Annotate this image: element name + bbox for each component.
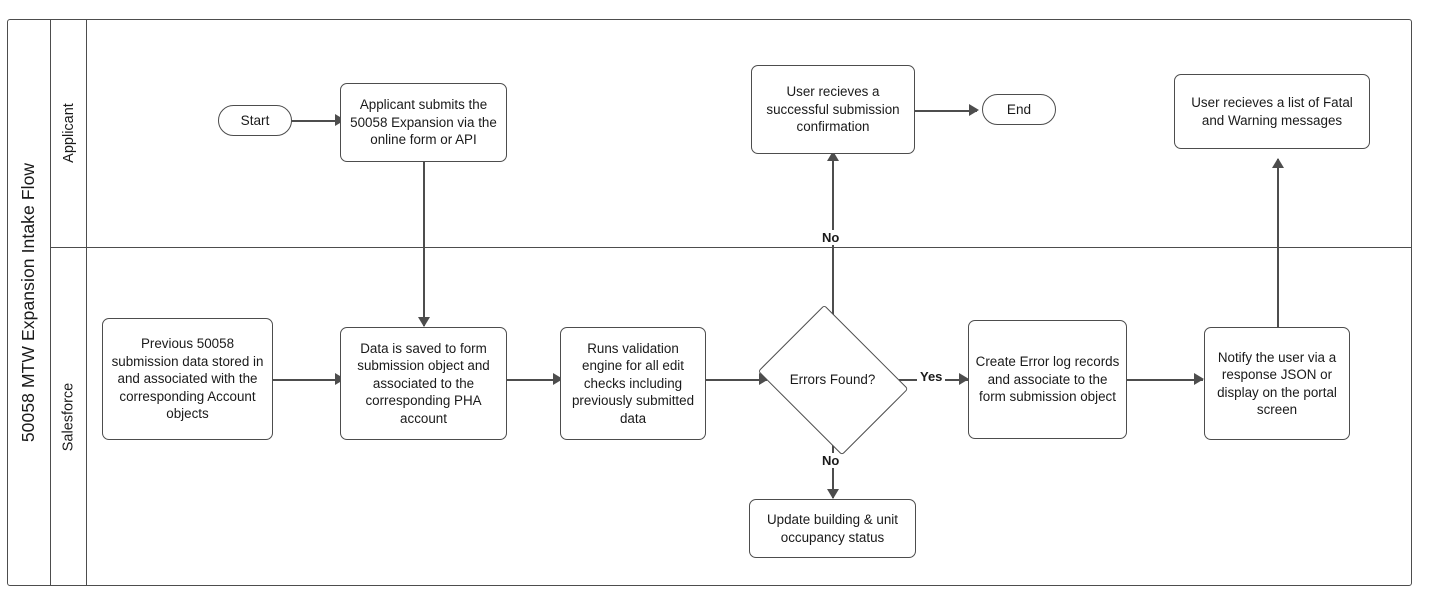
lane-divider <box>51 247 1412 248</box>
node-validation-engine[interactable]: Runs validation engine for all edit chec… <box>560 327 706 440</box>
edge-notify-to-fatal-list <box>1277 159 1279 327</box>
edge-label-yes: Yes <box>917 369 946 384</box>
node-notify-user[interactable]: Notify the user via a response JSON or d… <box>1204 327 1350 440</box>
node-fatal-warning-list[interactable]: User recieves a list of Fatal and Warnin… <box>1174 74 1370 149</box>
arrowhead-error-log-to-notify <box>1194 373 1204 385</box>
arrowhead-decision-no-down <box>827 489 839 499</box>
edge-confirmation-to-end <box>915 110 977 112</box>
edge-previous-to-data-saved <box>272 379 339 381</box>
node-start[interactable]: Start <box>218 105 292 136</box>
lane-label-applicant: Applicant <box>51 19 87 247</box>
edge-data-saved-to-validation <box>507 379 559 381</box>
arrowhead-validation-to-decision <box>759 373 769 385</box>
edge-label-no-down: No <box>819 453 843 468</box>
edge-label-no-up: No <box>819 230 843 245</box>
node-data-saved[interactable]: Data is saved to form submission object … <box>340 327 507 440</box>
arrowhead-data-saved-to-validation <box>553 373 563 385</box>
decision-label: Errors Found? <box>789 372 876 387</box>
node-applicant-submits[interactable]: Applicant submits the 50058 Expansion vi… <box>340 83 507 162</box>
edge-error-log-to-notify <box>1126 379 1203 381</box>
arrowhead-decision-yes <box>959 373 969 385</box>
node-success-confirmation[interactable]: User recieves a successful submission co… <box>751 65 915 154</box>
edge-validation-to-decision <box>705 379 767 381</box>
node-errors-found-decision[interactable]: Errors Found? <box>752 304 913 455</box>
lane-label-salesforce: Salesforce <box>51 247 87 586</box>
arrowhead-decision-no-up <box>827 151 839 161</box>
node-end[interactable]: End <box>982 94 1056 125</box>
edge-start-to-submits <box>291 120 339 122</box>
pool-title-text: 50058 MTW Expansion Intake Flow <box>18 162 38 443</box>
node-update-occupancy[interactable]: Update building & unit occupancy status <box>749 499 916 558</box>
arrowhead-submits-to-data-saved <box>418 317 430 327</box>
arrowhead-confirmation-to-end <box>969 104 979 116</box>
node-error-log[interactable]: Create Error log records and associate t… <box>968 320 1127 439</box>
arrowhead-notify-to-fatal-list <box>1272 158 1284 168</box>
edge-submits-to-data-saved <box>423 161 425 326</box>
pool-title: 50058 MTW Expansion Intake Flow <box>7 19 51 586</box>
lane-label-salesforce-text: Salesforce <box>60 382 77 451</box>
lane-label-applicant-text: Applicant <box>60 103 77 163</box>
node-previous-data[interactable]: Previous 50058 submission data stored in… <box>102 318 273 440</box>
